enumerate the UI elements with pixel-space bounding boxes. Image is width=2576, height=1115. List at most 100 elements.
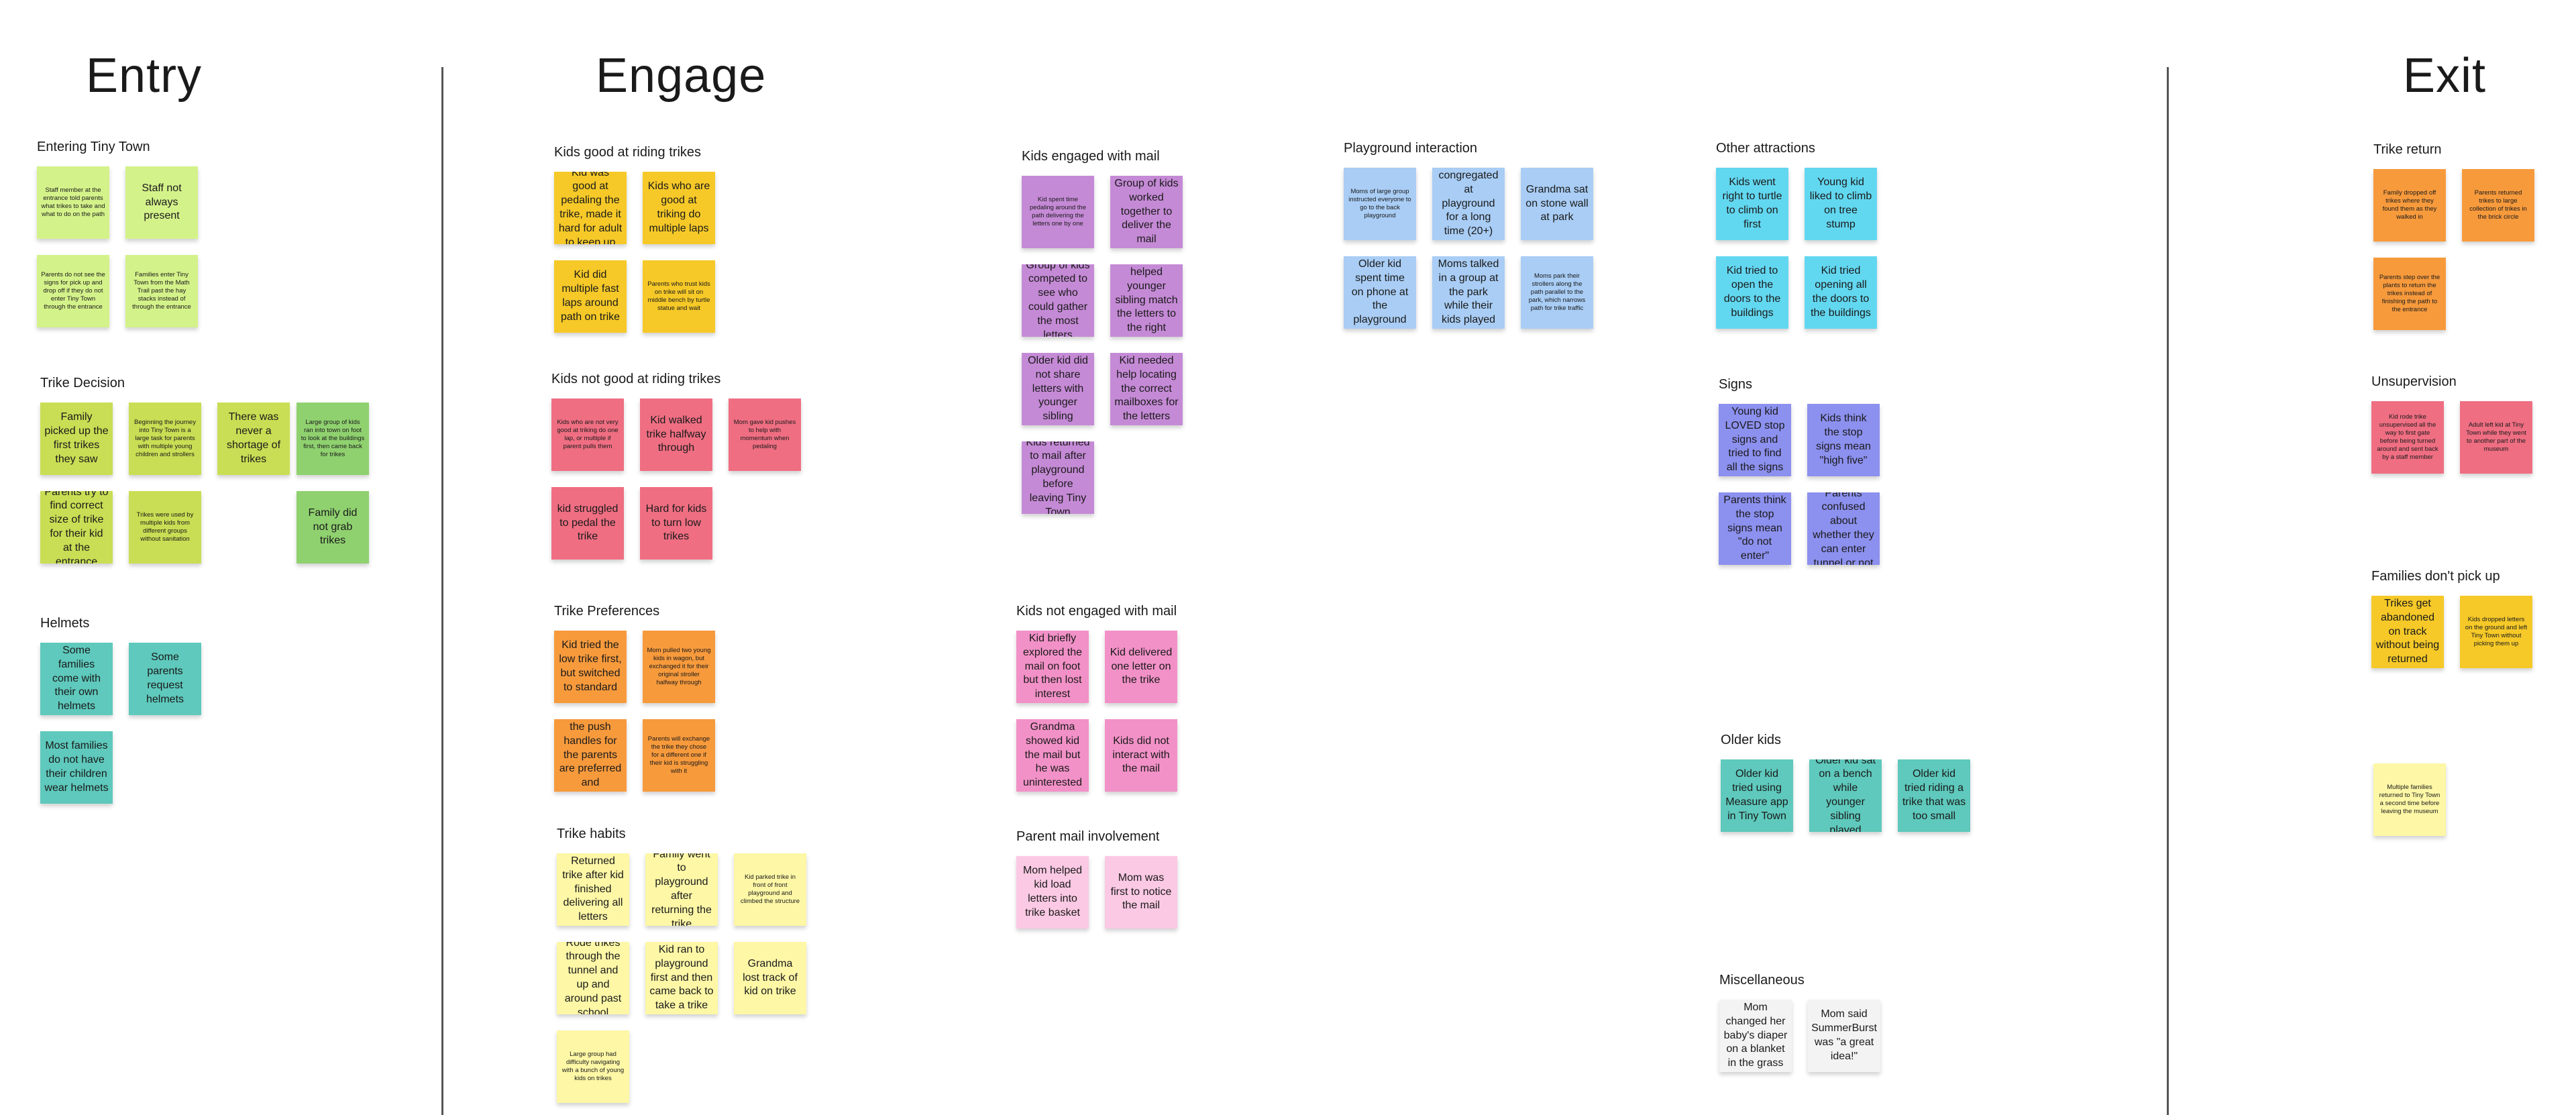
sticky-note[interactable]: Kid spent time pedaling around the path … (1022, 176, 1094, 248)
sticky-note[interactable]: Some families come with their own helmet… (40, 643, 113, 715)
sticky-note[interactable]: Mom gave kid pushes to help with momentu… (729, 399, 801, 471)
sticky-note[interactable]: Families enter Tiny Town from the Math T… (125, 255, 198, 327)
sticky-note[interactable]: Mom pulled two young kids in wagon, but … (643, 631, 715, 703)
sticky-note[interactable]: Kid delivered one letter on the trike (1105, 631, 1177, 703)
sticky-note-text: Staff not always present (142, 182, 182, 222)
sticky-note[interactable]: Older kid tried using Measure app in Tin… (1721, 759, 1793, 832)
sticky-note[interactable]: Large group of kids ran into town on foo… (297, 403, 369, 475)
sticky-note[interactable]: Staff not always present (125, 166, 198, 239)
sticky-note[interactable]: Kids did not interact with the mail (1105, 719, 1177, 792)
sticky-note[interactable]: Mom helped kid load letters into trike b… (1016, 856, 1089, 928)
sticky-note[interactable]: Group of kids competed to see who could … (1022, 264, 1094, 337)
sticky-note[interactable]: Large group congregated at playground fo… (1432, 168, 1505, 240)
sticky-note[interactable]: Older kid spent time on phone at the pla… (1344, 256, 1416, 329)
sticky-note[interactable]: Parents will exchange the trike they cho… (643, 719, 715, 792)
sticky-note-text: There was never a shortage of trikes (226, 411, 281, 465)
sticky-note[interactable]: Moms talked in a group at the park while… (1432, 256, 1505, 329)
sticky-note-grid: Mom helped kid load letters into trike b… (1016, 856, 1177, 928)
sticky-note[interactable]: Family did not grab trikes (297, 491, 369, 564)
sticky-note[interactable]: Grandma sat on stone wall at park (1521, 168, 1593, 240)
sticky-note[interactable]: Older kid sat on a bench while younger s… (1809, 759, 1882, 832)
sticky-note[interactable]: Kid parked trike in front of front playg… (734, 853, 806, 926)
sticky-note-text: Kid did multiple fast laps around path o… (560, 269, 621, 323)
sticky-note[interactable]: Hard for kids to turn low trikes (640, 487, 712, 560)
sticky-note[interactable]: Trikes get abandoned on track without be… (2371, 596, 2444, 668)
sticky-note[interactable]: Family dropped off trikes where they fou… (2373, 169, 2446, 242)
sticky-note-text: Older kid tried riding a trike that was … (1902, 768, 1966, 822)
sticky-note[interactable]: Mom was first to notice the mail (1105, 856, 1177, 928)
sticky-note[interactable]: Parents who trust kids on trike will sit… (643, 260, 715, 333)
sticky-note-text: Older kid tried using Measure app in Tin… (1725, 768, 1788, 822)
sticky-note[interactable]: Kid tried to open the doors to the build… (1716, 256, 1788, 329)
sticky-note[interactable]: Parents confused about whether they can … (1807, 492, 1880, 565)
sticky-note-text: Older kid sat on a bench while younger s… (1815, 759, 1876, 832)
sticky-note-text: Beginning the journey into Tiny Town is … (134, 419, 196, 458)
sticky-note-text: Kid parked trike in front of front playg… (740, 873, 800, 905)
sticky-note[interactable]: Kid rode trike unsupervised all the way … (2371, 401, 2444, 474)
sticky-note[interactable]: Older kid did not share letters with you… (1022, 353, 1094, 425)
sticky-note[interactable]: Kid tried the low trike first, but switc… (554, 631, 627, 703)
sticky-note[interactable]: Kids went right to turtle to climb on fi… (1716, 168, 1788, 240)
sticky-note[interactable]: There was never a shortage of trikes (217, 403, 290, 475)
sticky-note-grid: Family picked up the first trikes they s… (40, 403, 290, 564)
sticky-note[interactable]: Kid needed help locating the correct mai… (1110, 353, 1183, 425)
sticky-note[interactable]: Returned trike after kid finished delive… (557, 853, 629, 926)
sticky-note-grid: Trikes get abandoned on track without be… (2371, 596, 2532, 668)
sticky-note-text: Adult left kid at Tiny Town while they w… (2466, 421, 2526, 453)
sticky-note[interactable]: Kids who are not very good at triking do… (551, 399, 624, 471)
sticky-note-text: Group of kids worked together to deliver… (1114, 178, 1179, 246)
sticky-note[interactable]: Most families do not have their children… (40, 731, 113, 804)
sticky-note[interactable]: Trikes with the push handles for the par… (554, 719, 627, 792)
sticky-note[interactable]: Kid was good at pedaling the trike, made… (554, 172, 627, 244)
sticky-note-text: Kid was good at pedaling the trike, made… (558, 172, 623, 244)
sticky-note[interactable]: Moms of large group instructed everyone … (1344, 168, 1416, 240)
sticky-note[interactable]: Kids dropped letters on the ground and l… (2460, 596, 2532, 668)
sticky-note[interactable]: Kid tried opening all the doors to the b… (1805, 256, 1877, 329)
sticky-note-text: Multiple families returned to Tiny Town … (2379, 784, 2440, 815)
sticky-note[interactable]: Parents returned trikes to large collect… (2462, 169, 2534, 242)
sticky-note[interactable]: Parents step over the plants to return t… (2373, 258, 2446, 330)
sticky-note[interactable]: Kid ran to playground first and then cam… (645, 942, 718, 1014)
sticky-note[interactable]: Parents think the stop signs mean "do no… (1719, 492, 1791, 565)
sticky-note[interactable]: Mom said SummerBurst was "a great idea!" (1808, 1000, 1880, 1072)
sticky-note[interactable]: Parents try to find correct size of trik… (40, 491, 113, 564)
sticky-note[interactable]: Older kid tried riding a trike that was … (1898, 759, 1970, 832)
sticky-note[interactable]: Some parents request helmets (129, 643, 201, 715)
sticky-note[interactable]: Grandma lost track of kid on trike (734, 942, 806, 1014)
sticky-note[interactable]: Kids who are good at triking do multiple… (643, 172, 715, 244)
sticky-note[interactable]: Large group had difficulty navigating wi… (557, 1030, 629, 1103)
sticky-note[interactable]: Young kid liked to climb on tree stump (1805, 168, 1877, 240)
group-title: Other attractions (1716, 141, 1815, 156)
sticky-note[interactable]: Kid walked trike halfway through (640, 399, 712, 471)
sticky-note[interactable]: Grandma showed kid the mail but he was u… (1016, 719, 1089, 792)
sticky-note-text: Moms talked in a group at the park while… (1438, 258, 1499, 326)
sticky-note[interactable]: Mom changed her baby's diaper on a blank… (1719, 1000, 1792, 1072)
sticky-note[interactable]: Group of kids worked together to deliver… (1110, 176, 1183, 248)
sticky-note[interactable]: Kid briefly explored the mail on foot bu… (1016, 631, 1089, 703)
sticky-note[interactable]: Kids returned to mail after playground b… (1022, 441, 1094, 514)
sticky-note-text: Family dropped off trikes where they fou… (2382, 189, 2437, 221)
group-title: Kids good at riding trikes (554, 145, 702, 160)
sticky-note[interactable]: Adult left kid at Tiny Town while they w… (2460, 401, 2532, 474)
sticky-note[interactable]: Parents do not see the signs for pick up… (37, 255, 109, 327)
sticky-note[interactable]: kid struggled to pedal the trike (551, 487, 624, 560)
sticky-note[interactable]: Family picked up the first trikes they s… (40, 403, 113, 475)
sticky-note[interactable]: Older kid helped younger sibling match t… (1110, 264, 1183, 337)
sticky-note[interactable]: Kid did multiple fast laps around path o… (554, 260, 627, 333)
sticky-note-text: Kids think the stop signs mean "high fiv… (1816, 413, 1871, 466)
sticky-note[interactable]: Rode trikes through the tunnel and up an… (557, 942, 629, 1014)
sticky-note[interactable]: Trikes were used by multiple kids from d… (129, 491, 201, 564)
sticky-note[interactable]: Kids think the stop signs mean "high fiv… (1807, 404, 1880, 476)
sticky-note[interactable]: Family went to playground after returnin… (645, 853, 718, 926)
group-title (2373, 737, 2446, 753)
sticky-note-text: Kid ran to playground first and then cam… (649, 944, 714, 1012)
sticky-note[interactable]: Multiple families returned to Tiny Town … (2373, 763, 2446, 836)
sticky-note[interactable]: Young kid LOVED stop signs and tried to … (1719, 404, 1791, 476)
sticky-note[interactable]: Moms park their strollers along the path… (1521, 256, 1593, 329)
sticky-note[interactable]: Staff member at the entrance told parent… (37, 166, 109, 239)
column-title-exit: Exit (2403, 49, 2487, 103)
sticky-note[interactable]: Beginning the journey into Tiny Town is … (129, 403, 201, 475)
